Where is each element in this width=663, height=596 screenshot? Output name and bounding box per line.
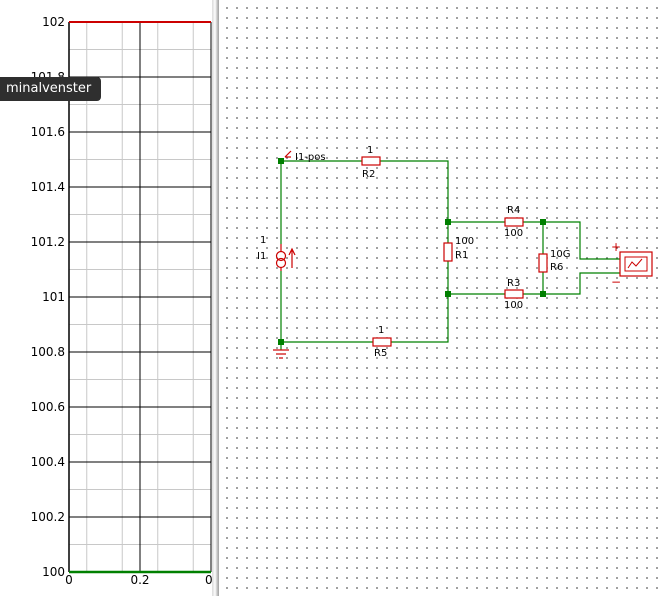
node-dot [278,158,284,164]
resistor-r1[interactable] [443,242,453,262]
source-name: I1 [257,251,266,262]
x-tick-label: 0.2 [130,573,149,587]
r6-name: R6 [550,262,563,273]
port-marker[interactable] [284,150,292,158]
y-tick-label: 101 [42,290,65,304]
y-tick-label: 100.8 [31,345,65,359]
r6-value: 10G [550,249,570,260]
y-tick-label: 100.4 [31,455,65,469]
r1-name: R1 [455,250,468,261]
resistor-r2[interactable] [361,156,381,166]
y-tick-label: 101.4 [31,180,65,194]
node-dot [278,339,284,345]
tooltip: minalvenster [0,77,102,101]
wire-r3-right[interactable] [523,272,620,295]
resistor-r5[interactable] [372,337,392,347]
voltage-probe[interactable] [619,251,653,277]
y-tick-label: 101.6 [31,125,65,139]
node-dot [540,219,546,225]
port-label: I1-pos [295,152,326,163]
r3-value: 100 [504,300,523,311]
probe-plus-label: + [611,240,621,254]
nodes [278,158,546,345]
wire-r4-right[interactable] [523,221,620,260]
node-dot [445,291,451,297]
y-tick-label: 100.6 [31,400,65,414]
r5-name: R5 [374,348,387,359]
r4-value: 100 [504,228,523,239]
probe-minus-label: − [611,275,621,289]
wire-top-right[interactable] [380,160,449,222]
y-tick-label: 100.2 [31,510,65,524]
r5-value: 1 [378,325,384,336]
graph-diagram[interactable]: 100 100.2 100.4 100.6 100.8 101 101.2 101.4 101.… [0,0,212,596]
y-tick-label: 100 [42,565,65,579]
r4-name: R4 [507,205,520,216]
wire-bottom-right[interactable] [391,294,449,343]
x-tick-label: 0. [205,573,212,587]
schematic-canvas[interactable]: I1-pos 1 R2 100 R1 R4 100 R3 100 10G R6 … [219,0,663,596]
r3-name: R3 [507,278,520,289]
current-source-i1[interactable] [275,244,296,271]
resistor-r6[interactable] [538,253,548,273]
node-dot [540,291,546,297]
x-tick-label: 0 [65,573,73,587]
schematic-drawing[interactable]: I1-pos 1 R2 100 R1 R4 100 R3 100 10G R6 … [219,0,663,596]
ground-symbol[interactable] [273,349,289,359]
r2-value: 1 [367,145,373,156]
source-value: 1 [260,235,266,246]
pane-splitter[interactable] [212,0,219,596]
resistor-r3[interactable] [504,289,524,299]
r1-value: 100 [455,236,474,247]
y-tick-label: 101.2 [31,235,65,249]
r2-name: R2 [362,169,375,180]
wires [280,160,620,350]
y-tick-label: 102 [42,15,65,29]
resistor-r4[interactable] [504,217,524,227]
node-dot [445,219,451,225]
